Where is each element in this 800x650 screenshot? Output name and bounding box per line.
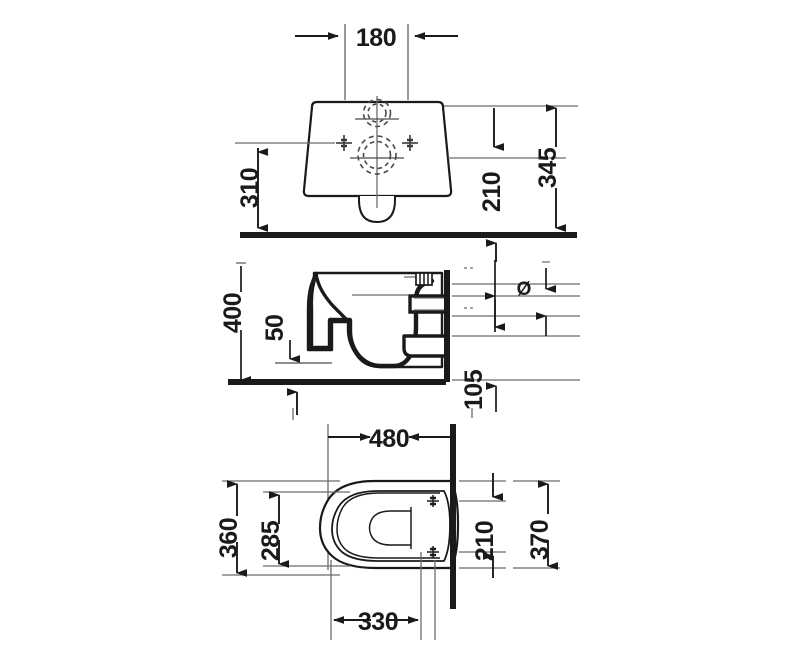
side-right-extension-lines xyxy=(452,267,580,381)
cross-marker-left xyxy=(336,135,352,151)
dim-front-width-label: 180 xyxy=(356,24,396,52)
dim-side-height-label: 400 xyxy=(219,293,247,333)
dim-diameter-symbol: Ø xyxy=(517,279,532,300)
front-outlet-stub xyxy=(358,196,396,224)
front-width-extension-lines xyxy=(344,24,409,100)
plan-rim-inner-offset xyxy=(336,492,440,559)
dim-plan-depth-label: 370 xyxy=(526,520,554,560)
plan-bowl-outline xyxy=(318,479,460,570)
plan-fixing-point-upper xyxy=(427,495,439,507)
plan-inner-opening xyxy=(368,510,411,546)
dim-side-outlet-label: 105 xyxy=(460,369,488,410)
dim-plan-width-outer-label: 360 xyxy=(215,518,243,558)
side-rim-ridge xyxy=(314,273,351,324)
dim-front-mount-label: 210 xyxy=(478,172,506,212)
plan-bottom-extension-lines xyxy=(330,552,436,640)
dim-plan-bowl-width-label: 330 xyxy=(358,608,398,636)
side-view: 400 50 xyxy=(219,260,580,415)
mounting-hole-lower xyxy=(350,135,404,175)
dim-side-clearance-label: 50 xyxy=(261,315,289,342)
dim-plan-width-inner-label: 285 xyxy=(257,520,285,561)
dim-front-height-label: 310 xyxy=(236,168,264,208)
cross-marker-right xyxy=(402,135,418,151)
front-floor-line xyxy=(240,232,577,238)
dim-plan-length-label: 480 xyxy=(369,425,409,453)
dim-front-total-label: 345 xyxy=(534,147,562,188)
side-inlet-fitting xyxy=(415,272,433,286)
plan-top-ticks xyxy=(292,408,473,420)
plan-view: 480 xyxy=(215,408,560,640)
side-outlet-lower-fitting xyxy=(402,334,448,358)
mounting-hole-upper xyxy=(355,98,399,128)
side-wall-line xyxy=(444,270,450,382)
side-outlet-fitting xyxy=(408,294,448,314)
dim-plan-fixing-label: 210 xyxy=(471,521,499,561)
plan-wall-line xyxy=(450,424,456,609)
front-view: 180 xyxy=(235,24,578,262)
plan-fixing-point-lower xyxy=(427,546,439,558)
